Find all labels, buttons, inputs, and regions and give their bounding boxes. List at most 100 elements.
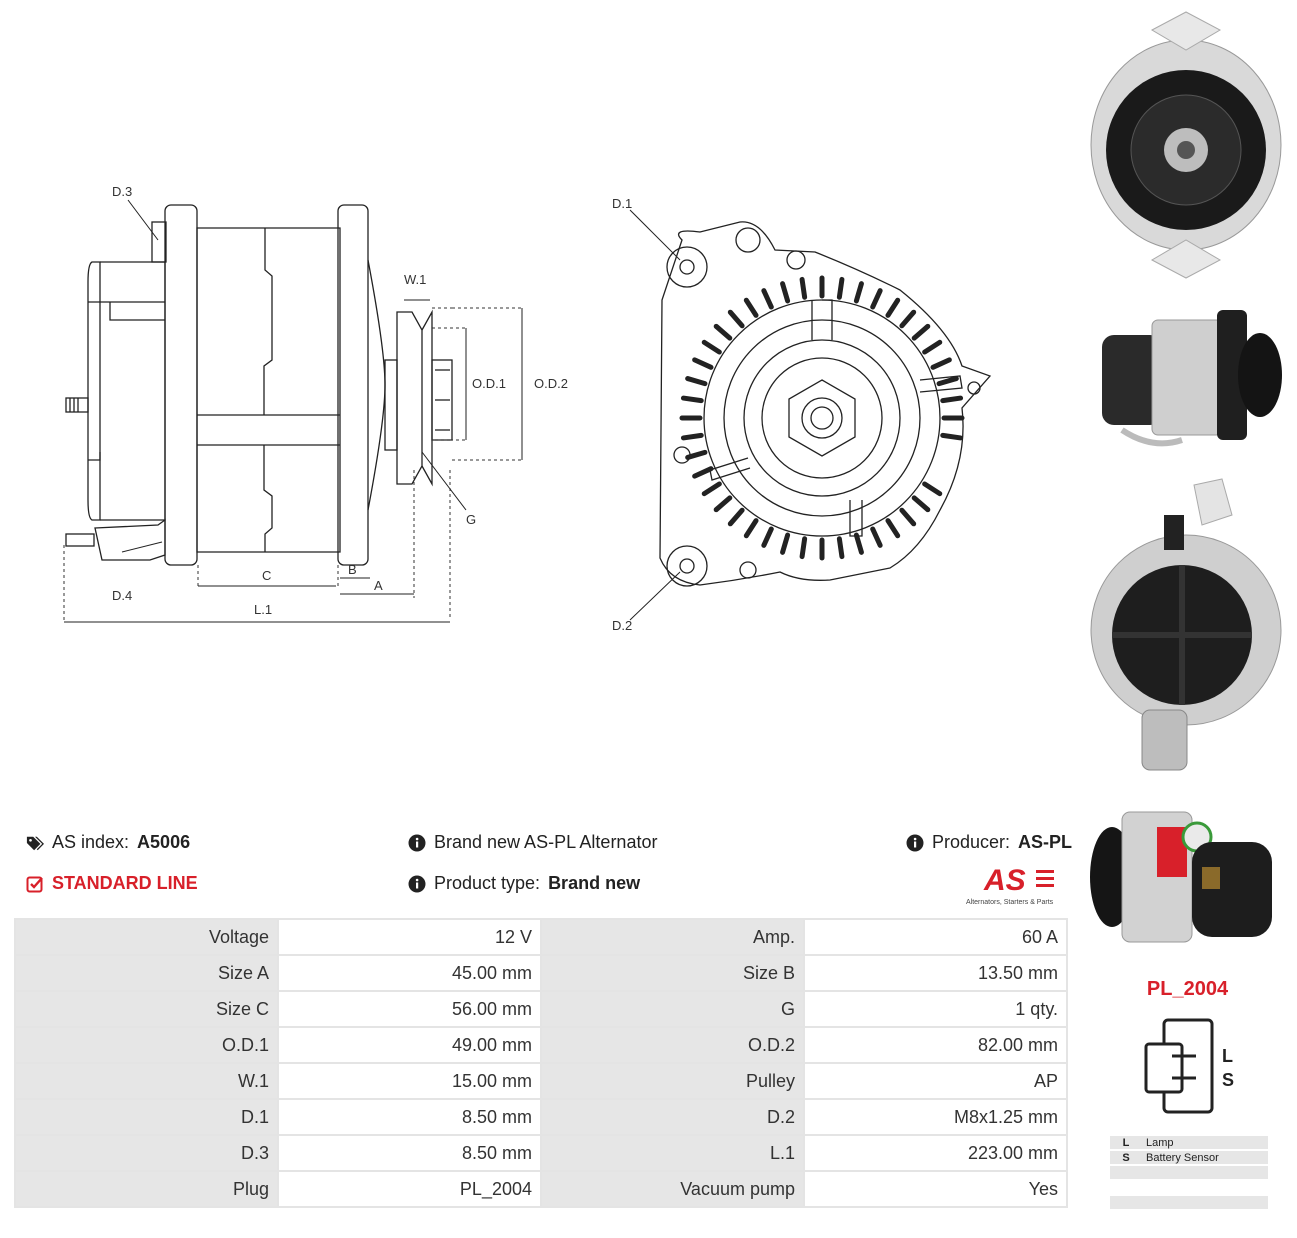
cooling-slot <box>853 281 864 304</box>
cooling-slot <box>836 536 845 560</box>
spec-key: D.2 <box>540 1098 805 1136</box>
info-icon <box>906 834 924 851</box>
spec-key: D.1 <box>14 1098 279 1136</box>
spec-value: 45.00 mm <box>277 954 542 992</box>
label-d3: D.3 <box>112 184 132 199</box>
legend-terminal <box>1110 1180 1142 1196</box>
plug-terminal-l: L <box>1222 1046 1233 1066</box>
as-logo-tagline: Alternators, Starters & Parts <box>966 899 1054 906</box>
product-photo-rear <box>1090 478 1282 771</box>
cooling-slot <box>870 288 883 310</box>
spec-value: 82.00 mm <box>803 1026 1068 1064</box>
spec-value: M8x1.25 mm <box>803 1098 1068 1136</box>
front-view-drawing: D.1 D.2 <box>612 196 992 633</box>
plug-connector-diagram: L S <box>1144 1018 1234 1114</box>
as-index-value: A5006 <box>137 832 191 852</box>
cooling-slot <box>680 432 704 441</box>
spec-value: AP <box>803 1062 1068 1100</box>
legend-description <box>1142 1180 1268 1196</box>
side-view-drawing: D.3 D.4 W.1 O.D.1 O.D.2 G B C A L.1 <box>63 184 568 623</box>
cooling-slot <box>713 495 733 513</box>
cooling-slot <box>922 481 943 497</box>
producer-value: AS-PL <box>1018 832 1073 852</box>
cooling-slot <box>930 357 952 370</box>
spec-value: 12 V <box>277 918 542 956</box>
label-od2: O.D.2 <box>534 376 568 391</box>
cooling-slot <box>701 481 722 497</box>
legend-terminal: S <box>1110 1150 1142 1166</box>
cooling-slot <box>940 395 964 404</box>
spec-key: Size C <box>14 990 279 1028</box>
spec-key: G <box>540 990 805 1028</box>
legend-description <box>1142 1165 1268 1181</box>
legend-description: Lamp <box>1142 1136 1268 1151</box>
info-icon <box>408 875 426 892</box>
legend-description: Battery Sensor <box>1142 1150 1268 1166</box>
legend-row <box>1110 1165 1268 1181</box>
cooling-slot <box>780 532 791 555</box>
spec-value: 56.00 mm <box>277 990 542 1028</box>
spec-key: O.D.2 <box>540 1026 805 1064</box>
cooling-slot <box>799 536 808 560</box>
spec-value: 1 qty. <box>803 990 1068 1028</box>
label-w1: W.1 <box>404 272 426 287</box>
as-index: AS index: A5006 <box>26 832 190 853</box>
spec-key: D.3 <box>14 1134 279 1172</box>
legend-row <box>1110 1195 1268 1211</box>
label-a: A <box>374 578 383 593</box>
label-d4: D.4 <box>112 588 132 603</box>
cooling-slot <box>692 466 714 479</box>
cooling-slot <box>743 297 759 318</box>
spec-value: PL_2004 <box>277 1170 542 1208</box>
as-logo: AS Alternators, Starters & Parts <box>966 864 1066 906</box>
spec-key: Vacuum pump <box>540 1170 805 1208</box>
product-photo-angle <box>1090 811 1272 943</box>
cooling-slot <box>885 518 901 539</box>
cooling-slot <box>780 281 791 304</box>
cooling-slot <box>940 432 964 441</box>
producer: Producer: AS-PL <box>906 832 1072 853</box>
cooling-slot <box>680 395 704 404</box>
cooling-slot <box>922 339 943 355</box>
legend-terminal <box>1110 1195 1142 1211</box>
spec-key: Size A <box>14 954 279 992</box>
product-type-label: Product type: <box>434 873 541 893</box>
cooling-slot <box>727 309 745 329</box>
spec-value: 15.00 mm <box>277 1062 542 1100</box>
cooling-slot <box>713 323 733 341</box>
description-text: Brand new AS-PL Alternator <box>434 832 658 852</box>
cooling-slot <box>853 532 864 555</box>
product-photo-side <box>1102 310 1282 447</box>
standard-line-badge: STANDARD LINE <box>26 873 198 894</box>
cooling-slot <box>692 357 714 370</box>
label-c: C <box>262 568 271 583</box>
spec-value: 8.50 mm <box>277 1134 542 1172</box>
label-l1: L.1 <box>254 602 272 617</box>
plug-name: PL_2004 <box>1146 978 1229 1000</box>
product-type-value: Brand new <box>548 873 641 893</box>
tags-icon <box>26 836 44 850</box>
spec-key: Voltage <box>14 918 279 956</box>
cooling-slot <box>685 449 708 460</box>
legend-row <box>1110 1180 1268 1196</box>
label-d1: D.1 <box>612 196 632 211</box>
cooling-slot <box>761 288 774 310</box>
spec-key: L.1 <box>540 1134 805 1172</box>
spec-key: Pulley <box>540 1062 805 1100</box>
cooling-slot <box>911 495 931 513</box>
product-photo-front <box>1090 11 1282 279</box>
cooling-slot <box>727 507 745 527</box>
legend-terminal <box>1110 1165 1142 1181</box>
label-od1: O.D.1 <box>472 376 506 391</box>
spec-value: Yes <box>803 1170 1068 1208</box>
spec-key: Plug <box>14 1170 279 1208</box>
